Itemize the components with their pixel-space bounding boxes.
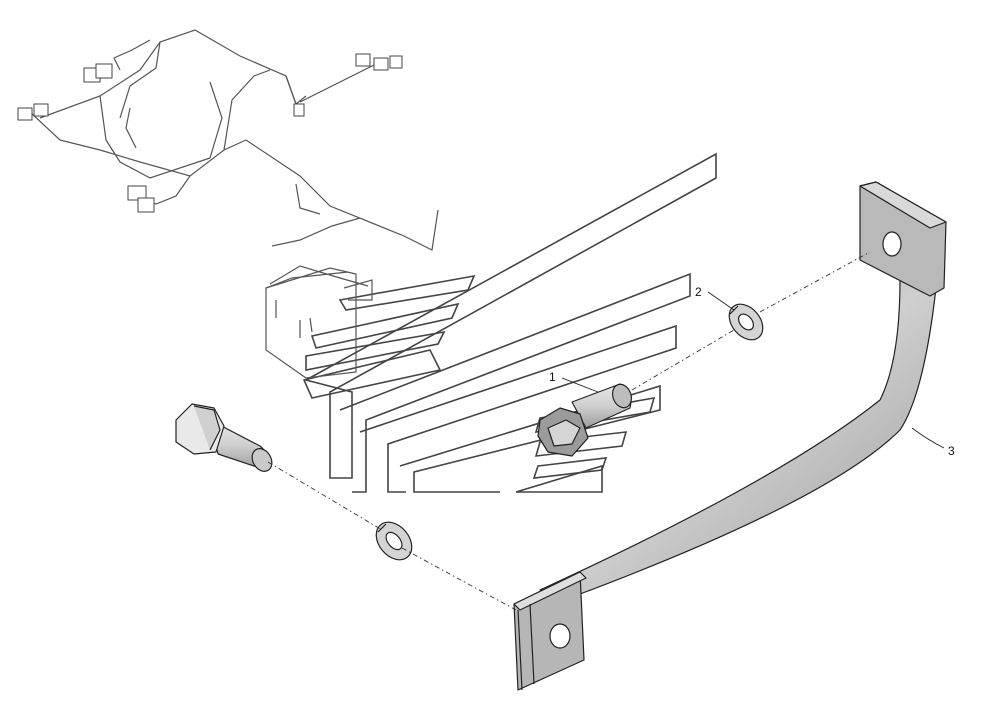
logo-watermark — [302, 152, 717, 493]
callout-leaders — [561, 291, 945, 449]
wiring-harness-icon — [17, 29, 439, 379]
callout-1: 1 — [549, 370, 556, 384]
lock-washer-icon — [375, 521, 413, 561]
lock-washer-icon — [728, 303, 764, 341]
bolt-icon — [537, 383, 633, 457]
bolt-icon — [175, 403, 273, 472]
assembly-lines — [267, 251, 871, 611]
callout-3: 3 — [948, 444, 955, 458]
callout-2: 2 — [695, 285, 702, 299]
ground-strap-icon — [513, 181, 947, 691]
